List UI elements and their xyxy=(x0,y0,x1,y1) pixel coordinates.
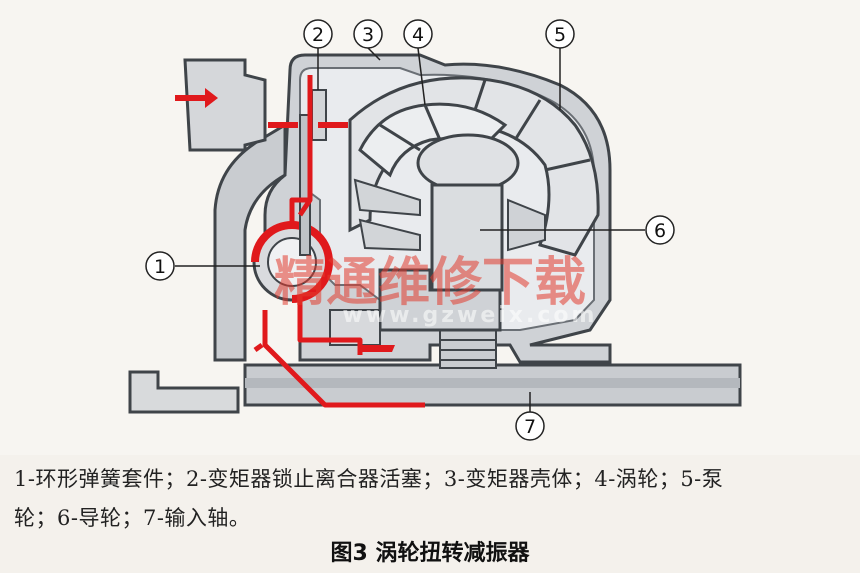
caption-legend-line-1: 1-环形弹簧套件；2-变矩器锁止离合器活塞；3-变矩器壳体；4-涡轮；5-泵 xyxy=(14,467,724,491)
caption-legend-line-2: 轮；6-导轮；7-输入轴。 xyxy=(14,506,251,530)
flow-arrows xyxy=(175,88,395,352)
input-shaft xyxy=(128,363,742,414)
svg-text:6: 6 xyxy=(654,220,666,242)
svg-text:4: 4 xyxy=(412,24,424,46)
callout-6: 6 xyxy=(480,215,675,245)
watermark: 精通维修下载 www.gzweix.com xyxy=(274,253,598,328)
callout-7: 7 xyxy=(515,392,545,441)
engine-hub xyxy=(183,58,267,152)
svg-text:7: 7 xyxy=(524,416,536,438)
turbine xyxy=(353,102,508,252)
torque-converter-diagram: 1 2 3 4 5 6 7 精通维修下载 www.gzweix.com xyxy=(128,19,742,441)
svg-text:2: 2 xyxy=(312,24,324,46)
svg-text:1: 1 xyxy=(154,256,166,278)
callout-1: 1 xyxy=(145,251,260,281)
callout-3: 3 xyxy=(353,19,383,61)
figure-title: 图3 涡轮扭转减振器 xyxy=(330,541,530,566)
svg-text:5: 5 xyxy=(554,24,566,46)
callout-2: 2 xyxy=(303,19,333,90)
callout-4: 4 xyxy=(403,19,433,106)
svg-text:3: 3 xyxy=(362,24,374,46)
svg-text:精通维修下载: 精通维修下载 xyxy=(274,253,586,313)
svg-text:www.gzweix.com: www.gzweix.com xyxy=(343,303,598,328)
stator xyxy=(416,133,546,369)
callout-5: 5 xyxy=(545,19,575,110)
hub-assembly xyxy=(329,268,502,346)
